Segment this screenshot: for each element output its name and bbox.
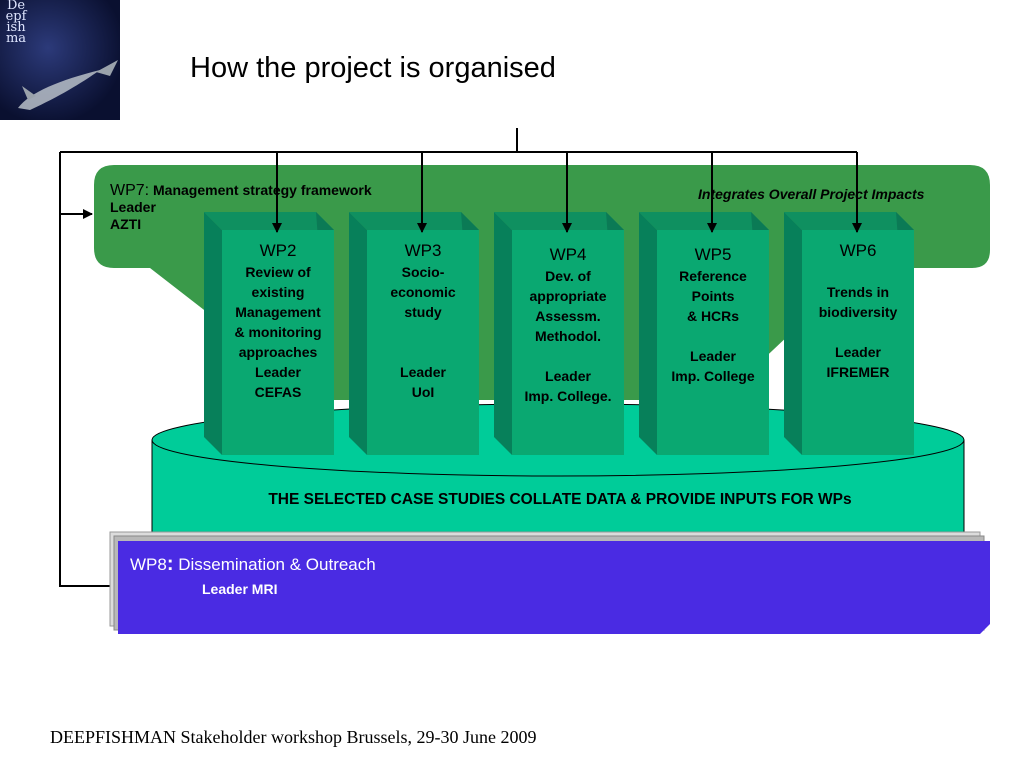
wp-column-line: [361, 342, 485, 362]
wp-column-line: Assessm.: [535, 308, 601, 324]
wp-column-top: [639, 212, 769, 230]
wp-column-line: Dev. of: [545, 268, 591, 284]
wp8-code: WP8: [130, 555, 167, 574]
wp-column-code: WP5: [694, 245, 732, 264]
wp-column-top: [204, 212, 334, 230]
wp-column-front: [657, 230, 769, 455]
wp-column-top: [349, 212, 479, 230]
wp-column-line: economic: [390, 284, 456, 300]
wp-column-line: [506, 346, 630, 366]
wp-column-code: WP4: [549, 245, 587, 264]
wp7-label: WP7: Management strategy framework Leade…: [110, 182, 372, 233]
wp-column-side: [639, 212, 657, 455]
wp-column-code: WP2: [259, 241, 297, 260]
wp-column-code: WP3: [404, 241, 442, 260]
wp8-colon: :: [166, 553, 174, 575]
wp-column-line: [361, 322, 485, 342]
wp-column-front: [512, 230, 624, 455]
wp8-leader: Leader MRI: [202, 581, 278, 597]
wp7-leader-label: Leader: [110, 199, 156, 215]
wp-column-line: Imp. College: [671, 368, 755, 384]
wp7-leader: AZTI: [110, 216, 142, 232]
wp-column-line: [651, 326, 775, 346]
wp-column-line: Leader: [400, 364, 446, 380]
left-loop-line: [59, 152, 110, 587]
wp-column-line: IFREMER: [826, 364, 890, 380]
wp-column-line: biodiversity: [818, 304, 898, 320]
wp8-name: Dissemination & Outreach: [173, 555, 376, 574]
wp-column-code: WP6: [839, 241, 877, 260]
wp-column-line: Methodol.: [534, 328, 602, 344]
wp-column-top: [784, 212, 914, 230]
wp-column-line: study: [404, 304, 442, 320]
wp-column-line: Trends in: [826, 284, 890, 300]
wp7-name: Management strategy framework: [153, 182, 372, 198]
wp-column-line: [796, 262, 920, 282]
wp-column-line: & monitoring: [234, 324, 322, 340]
wp-column-top: [494, 212, 624, 230]
wp-column-side: [494, 212, 512, 455]
footer-caption: DEEPFISHMAN Stakeholder workshop Brussel…: [50, 727, 537, 747]
deepfishman-logo: Deepfishma: [0, 0, 120, 120]
wp-column-side: [349, 212, 367, 455]
fish-icon: [18, 60, 118, 110]
logo-lettering: Deepfishma: [5, 0, 27, 46]
wp-column-front: [367, 230, 479, 455]
wp-column-line: Points: [691, 288, 735, 304]
wp-column-line: Leader: [255, 364, 301, 380]
wp-column-line: Imp. College.: [524, 388, 612, 404]
wp-column-front: [222, 230, 334, 455]
wp-column-line: Leader: [835, 344, 881, 360]
wp8-title: WP8: Dissemination & Outreach: [130, 553, 376, 576]
wp-column-side: [784, 212, 802, 455]
wp-column-line: Review of: [245, 264, 311, 280]
wp-column-line: CEFAS: [254, 384, 302, 400]
wp-column-line: Management: [235, 304, 321, 320]
wp-column-line: UoI: [411, 384, 435, 400]
case-studies-label: THE SELECTED CASE STUDIES COLLATE DATA &…: [268, 491, 852, 508]
page-title: How the project is organised: [190, 52, 556, 84]
wp7-code: WP7:: [110, 182, 150, 199]
wp-column-line: Reference: [679, 268, 747, 284]
wp-column-line: Leader: [545, 368, 591, 384]
wp-column-line: [796, 322, 920, 342]
wp-column-line: Socio-: [401, 264, 445, 280]
wp-column-line: & HCRs: [686, 308, 740, 324]
wp8-dissemination-panel: [118, 541, 990, 634]
wp-column-side: [204, 212, 222, 455]
wp7-impacts-note: Integrates Overall Project Impacts: [698, 186, 925, 202]
wp-column-line: existing: [251, 284, 305, 300]
wp-column-line: approaches: [238, 344, 318, 360]
wp-column-line: appropriate: [529, 288, 607, 304]
wp-column-front: [802, 230, 914, 455]
wp-column-line: Leader: [690, 348, 736, 364]
